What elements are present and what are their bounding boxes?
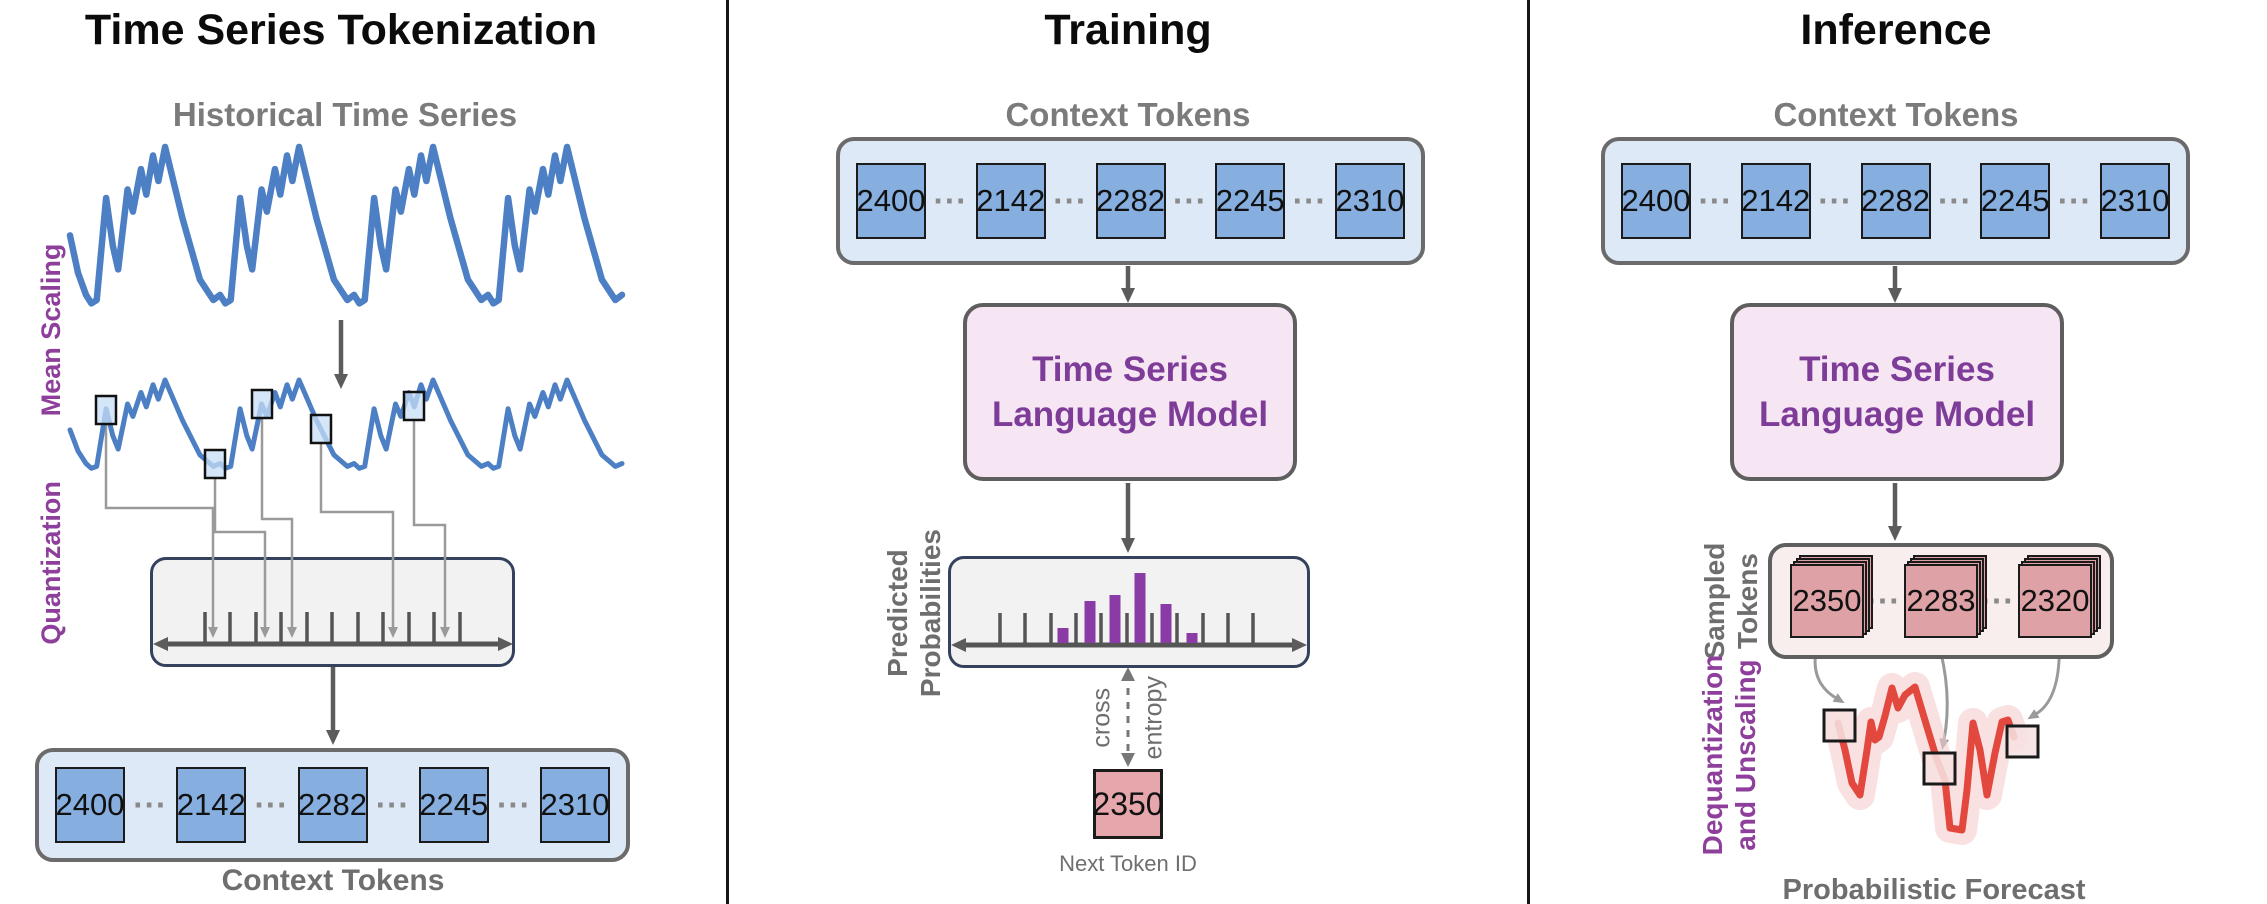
token-2310: 2310 [1335, 163, 1405, 239]
language-model-box-inference: Time Series Language Model [1730, 303, 2064, 481]
ellipsis: ⋯ [1936, 182, 1974, 220]
predicted-probabilities-box [948, 556, 1310, 668]
dashed-arrowhead-down [1121, 753, 1135, 767]
ellipsis: ⋯ [1171, 182, 1209, 220]
language-model-box-training: Time Series Language Model [963, 303, 1297, 481]
model-label-line1: Time Series [1799, 349, 1995, 389]
token-2245: 2245 [1980, 163, 2051, 239]
scaled-time-series-line [67, 377, 625, 471]
token-2400: 2400 [55, 767, 125, 843]
token-2142: 2142 [1740, 163, 1811, 239]
dequantized-point-square [1822, 708, 1857, 743]
token-2282: 2282 [297, 767, 368, 843]
highlight-square [94, 394, 118, 426]
ellipsis: ⋯ [374, 786, 412, 824]
token-2245: 2245 [418, 767, 489, 843]
ellipsis: ⋯ [1697, 182, 1735, 220]
quantization-bins-box [150, 557, 515, 667]
forecast-uncertainty-band [1823, 672, 2029, 845]
token-2282: 2282 [1860, 163, 1931, 239]
highlight-square [309, 413, 333, 445]
language-model-label: Time Series Language Model [1759, 347, 2035, 438]
token-2400: 2400 [1621, 163, 1691, 239]
ellipsis: ⋯ [2056, 182, 2094, 220]
panel-separator-left [726, 0, 729, 904]
sampled-token-stack-2350: 2350 [1790, 555, 1873, 638]
inference-title: Inference [1800, 6, 1992, 54]
dequantized-point-square [2005, 724, 2040, 759]
predicted-probabilities-label: Predicted Probabilities [881, 463, 947, 763]
context-token-row-training: 2400⋯2142⋯2282⋯2245⋯2310 [836, 137, 1425, 265]
ellipsis: ⋯ [932, 182, 970, 220]
context-tokens-caption: Context Tokens [221, 864, 445, 897]
token-2400: 2400 [856, 163, 926, 239]
token-2310: 2310 [2100, 163, 2170, 239]
highlight-square [250, 388, 274, 420]
language-model-label: Time Series Language Model [992, 347, 1268, 438]
forecast-median-line [1834, 683, 2018, 834]
dashed-arrowhead-up [1121, 667, 1135, 681]
token-2283: 2283 [1904, 564, 1978, 638]
token-2142: 2142 [176, 767, 247, 843]
sampled-token-row: 2350⋯2283⋯2320 [1768, 543, 2114, 659]
sampled-token-stack-2320: 2320 [2018, 555, 2101, 638]
ellipsis: ⋯ [1817, 182, 1855, 220]
historical-series-heading: Historical Time Series [172, 96, 518, 133]
token-2142: 2142 [975, 163, 1046, 239]
next-token-id-caption: Next Token ID [1059, 851, 1197, 876]
token-2320: 2320 [2018, 564, 2092, 638]
panel-separator-right [1527, 0, 1530, 904]
highlight-square [203, 448, 227, 480]
next-token-id-box: 2350 [1092, 769, 1164, 839]
historical-time-series-line [66, 143, 626, 307]
dequantized-point-square [1922, 751, 1957, 786]
dequant-label-line2: and Unscaling [1730, 659, 1761, 851]
ellipsis: ⋯ [1052, 182, 1090, 220]
predicted-label-line1: Predicted [881, 549, 913, 677]
token-2350: 2350 [1790, 564, 1864, 638]
token-2282: 2282 [1095, 163, 1166, 239]
token-2310: 2310 [540, 767, 610, 843]
context-token-row-tokenization: 2400⋯2142⋯2282⋯2245⋯2310 [35, 748, 630, 862]
model-label-line2: Language Model [1758, 395, 2036, 434]
context-token-row-inference: 2400⋯2142⋯2282⋯2245⋯2310 [1601, 137, 2190, 265]
dequant-label-line1: Dequantization [1696, 654, 1728, 856]
ellipsis: ⋯ [132, 786, 170, 824]
quantization-label: Quantization [36, 481, 67, 645]
tokenization-title: Time Series Tokenization [84, 6, 598, 54]
training-title: Training [1044, 6, 1212, 54]
predicted-label-line2: Probabilities [915, 529, 946, 698]
sampled-token-stack-2283: 2283 [1904, 555, 1987, 638]
training-context-heading: Context Tokens [1005, 96, 1251, 133]
ellipsis: ⋯ [495, 786, 533, 824]
dequantization-label: Dequantization and Unscaling [1696, 605, 1762, 904]
inference-context-heading: Context Tokens [1773, 96, 2019, 133]
ellipsis: ⋯ [1291, 182, 1329, 220]
highlight-square [402, 390, 426, 422]
ellipsis: ⋯ [253, 786, 291, 824]
probabilistic-forecast-caption: Probabilistic Forecast [1782, 874, 2086, 904]
token-2245: 2245 [1215, 163, 1286, 239]
model-label-line2: Language Model [991, 395, 1269, 434]
model-label-line1: Time Series [1032, 349, 1228, 389]
